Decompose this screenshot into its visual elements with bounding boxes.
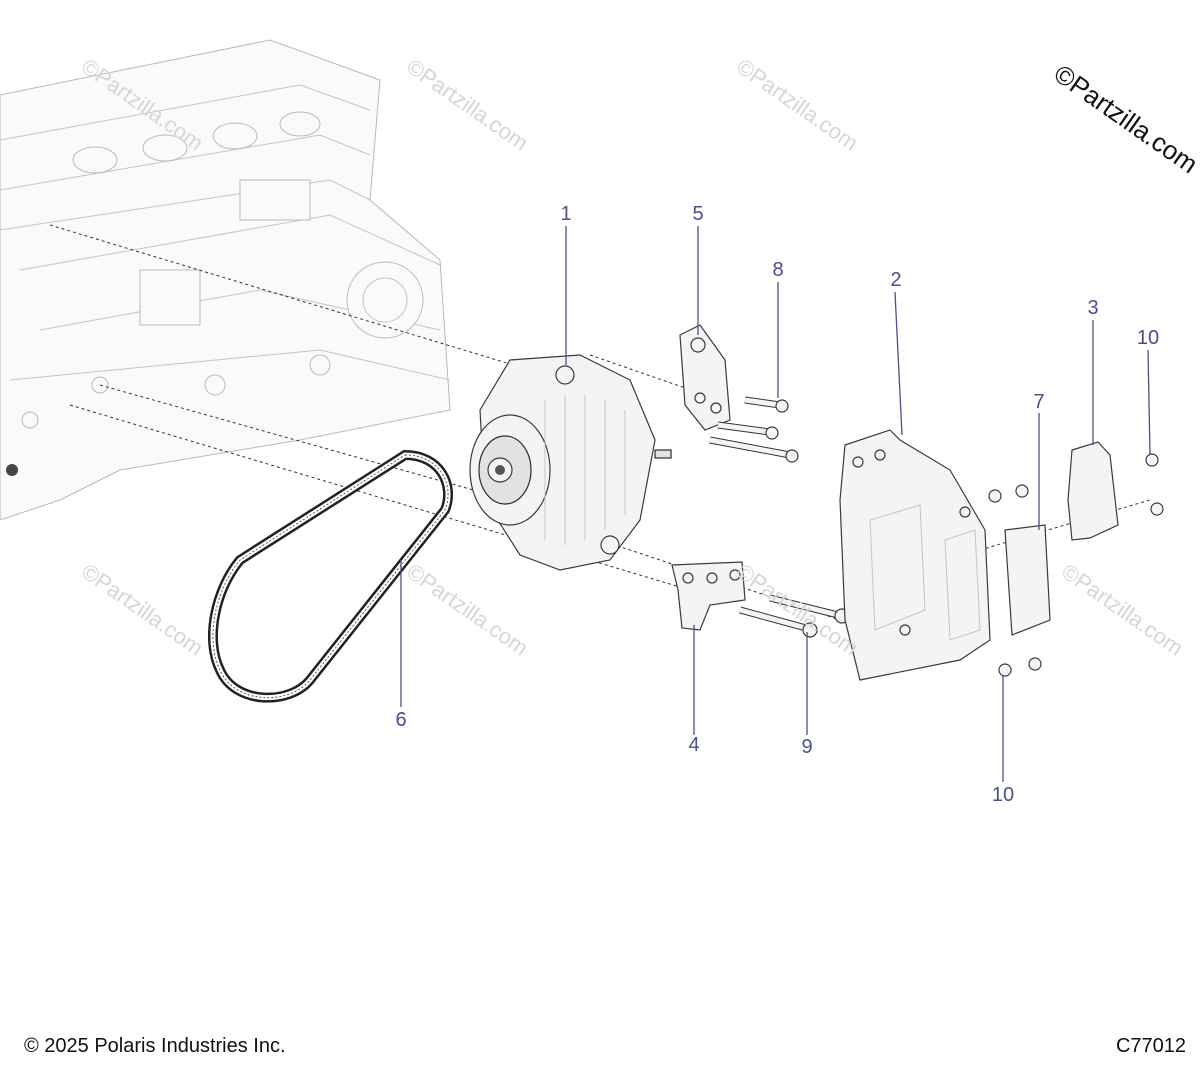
callout-5: 5 [692,203,703,225]
figure-code: C77012 [1115,1035,1186,1057]
alternator-part [469,354,672,571]
engine-block-ghost [0,39,451,521]
watermark: ©Partzilla.com [402,559,533,661]
callout-7: 7 [1033,391,1044,413]
upper-bracket-part [679,324,731,431]
watermark: ©Partzilla.com [77,559,208,661]
callout-9: 9 [801,736,812,758]
drive-belt-part [207,449,454,703]
small-bracket-part [1067,441,1119,541]
callout-labels: 1 2 3 4 5 6 7 8 9 10 10 [395,203,1159,806]
brand-mark: ©Partzilla.com [1049,58,1200,179]
callout-2: 2 [890,269,901,291]
callout-4: 4 [688,734,699,756]
callout-8: 8 [772,259,783,281]
bolts-10-part [988,453,1164,677]
callout-1: 1 [560,203,571,225]
bolts-8-part [709,396,799,463]
callout-3: 3 [1087,297,1098,319]
watermark: ©Partzilla.com [1057,559,1188,661]
lower-bracket-part [671,561,746,631]
watermark: ©Partzilla.com [732,54,863,156]
callout-leaders [400,226,1151,782]
callout-10-lower: 10 [992,784,1014,806]
pad-part [1004,524,1051,636]
callout-6: 6 [395,709,406,731]
watermark: ©Partzilla.com [402,54,533,156]
heat-shield-part [839,429,991,681]
copyright-notice: © 2025 Polaris Industries Inc. [24,1035,286,1057]
callout-10-upper: 10 [1137,327,1159,349]
